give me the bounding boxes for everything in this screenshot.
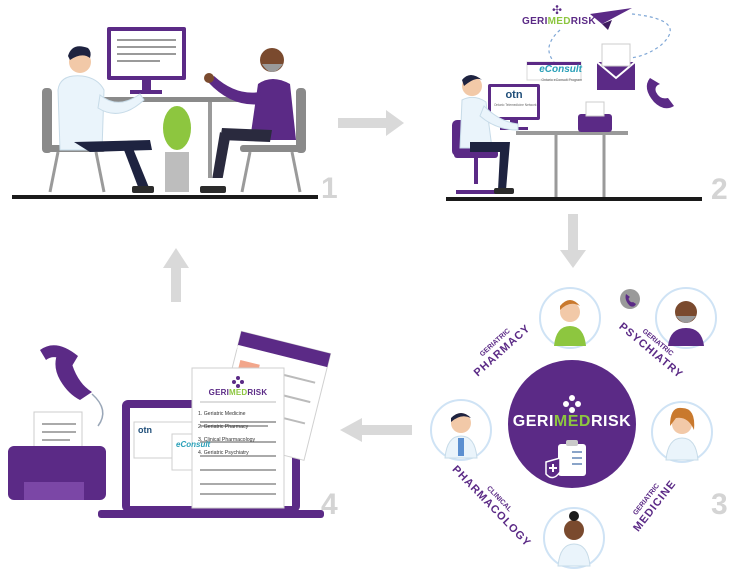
report-item: 1. Geriatric Medicine bbox=[198, 411, 246, 417]
floor-line bbox=[12, 195, 318, 199]
avatar-pharmacist bbox=[539, 287, 601, 349]
otn-logo: otn Ontario Telemedicine Network bbox=[494, 89, 537, 110]
clipboard-icon bbox=[558, 444, 586, 476]
laptop-otn-logo: otn bbox=[138, 425, 152, 435]
logo-suffix: RISK bbox=[570, 16, 596, 27]
report-item: 3. Clinical Pharmacology bbox=[198, 437, 256, 443]
report-list: 1. Geriatric Medicine 2. Geriatric Pharm… bbox=[198, 408, 282, 460]
phone-bubble-icon bbox=[620, 289, 640, 309]
avatar-clinician bbox=[543, 507, 605, 569]
report-logo-mark bbox=[232, 376, 244, 388]
fax-machine-icon bbox=[578, 114, 612, 132]
step2-econsult-scene bbox=[446, 8, 702, 201]
report-item: 4. Geriatric Psychiatry bbox=[198, 450, 249, 456]
paper-plane-icon bbox=[590, 8, 632, 24]
logo-mid: MED bbox=[547, 16, 571, 27]
plant-icon bbox=[165, 152, 189, 192]
avatar-patient bbox=[655, 287, 717, 349]
hub-logo-mid: MED bbox=[553, 413, 591, 430]
arrow-up-icon bbox=[163, 248, 189, 302]
desk-icon bbox=[92, 97, 242, 102]
patient-icon bbox=[200, 48, 296, 193]
report-item: 2. Geriatric Pharmacy bbox=[198, 424, 249, 430]
floor-line-2 bbox=[446, 197, 702, 201]
chair-icon bbox=[42, 88, 52, 153]
econsult-label: eConsult Ontario eConsult Program bbox=[530, 65, 582, 85]
gerimedrisk-logo-mark bbox=[563, 395, 581, 413]
clinician-icon bbox=[459, 75, 519, 194]
avatar-pharmacologist bbox=[430, 399, 492, 461]
arrow-left-icon bbox=[340, 418, 412, 442]
avatar-geriatrician bbox=[651, 401, 713, 463]
fax-machine-icon-large bbox=[8, 345, 106, 500]
econsult-name: eConsult bbox=[539, 64, 582, 75]
laptop-econsult-logo: eConsult bbox=[176, 440, 211, 449]
hub-circle bbox=[508, 360, 636, 488]
logo-prefix: GERI bbox=[522, 16, 548, 27]
step-number-1: 1 bbox=[321, 172, 338, 205]
arrow-down-icon bbox=[560, 214, 586, 268]
step4-report-scene bbox=[8, 330, 332, 518]
hub-logo-text: GERIMEDRISK bbox=[508, 413, 636, 431]
arrow-right-icon bbox=[338, 110, 404, 136]
step-number-4: 4 bbox=[321, 488, 338, 521]
econsult-tagline: Ontario eConsult Program bbox=[541, 78, 582, 82]
gerimedrisk-logo-small: ✣ GERIMEDRISK bbox=[522, 3, 596, 27]
hub-logo-suffix: RISK bbox=[590, 413, 632, 430]
otn-name: otn bbox=[505, 89, 523, 101]
step3-specialist-hub bbox=[430, 287, 717, 569]
step-number-3: 3 bbox=[711, 488, 728, 521]
report-logo-text: GERIMEDRISK bbox=[208, 388, 268, 397]
hub-logo-prefix: GERI bbox=[512, 413, 554, 430]
otn-tagline: Ontario Telemedicine Network bbox=[494, 103, 537, 107]
step1-consultation-scene bbox=[12, 27, 318, 199]
phone-icon bbox=[646, 78, 674, 109]
doctor-icon bbox=[57, 46, 154, 193]
desk-icon-2 bbox=[516, 131, 628, 135]
step-number-2: 2 bbox=[711, 173, 728, 206]
